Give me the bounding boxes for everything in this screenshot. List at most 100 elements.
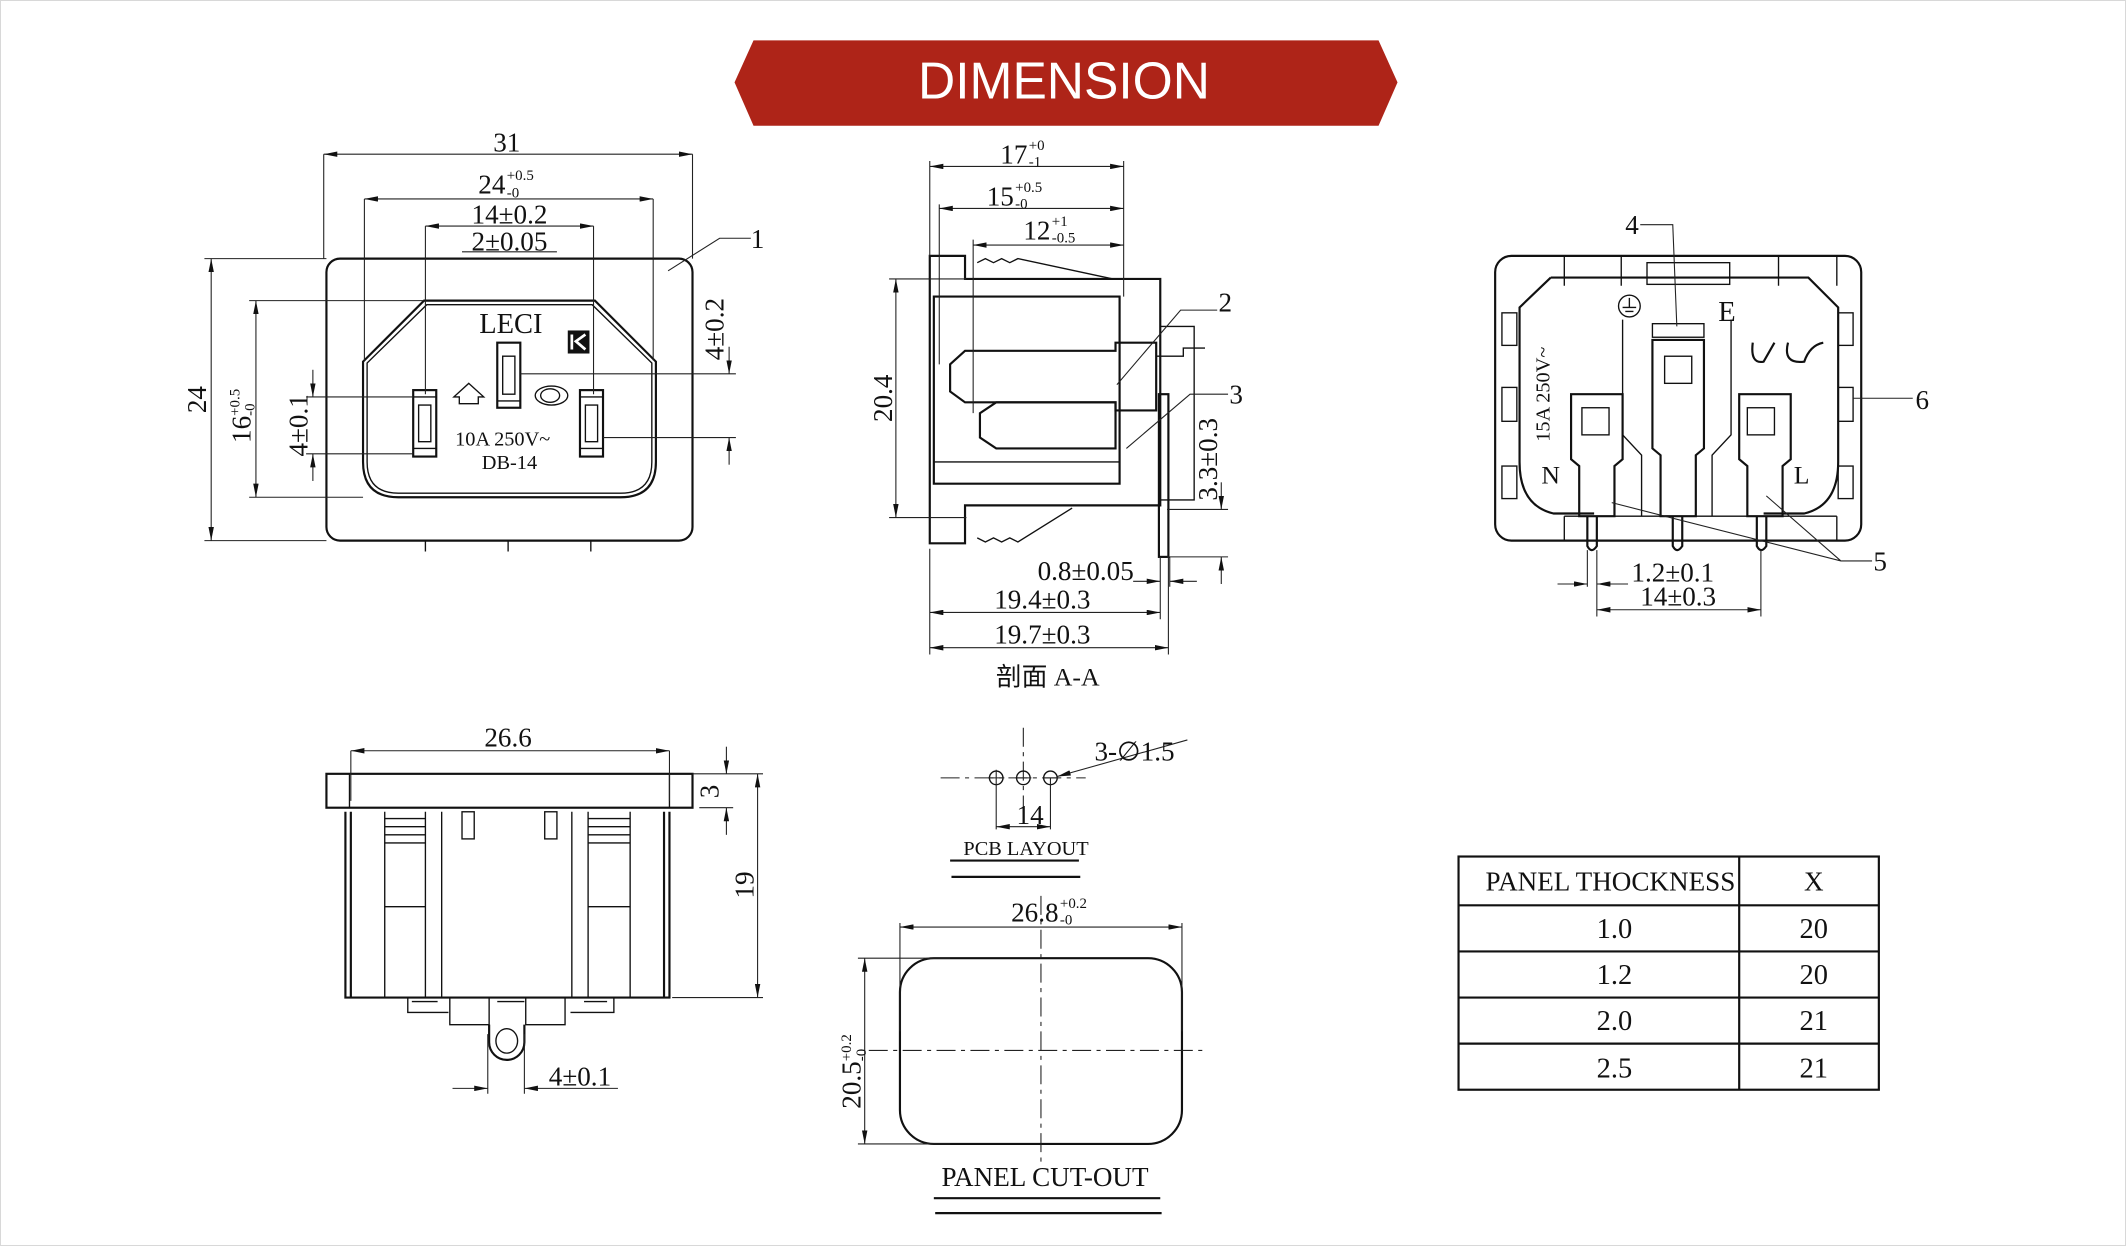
label-live: L [1794, 461, 1810, 490]
latch-ribs [384, 817, 631, 908]
panel-cutout: 26.8 +0.2 -0 20.5 +0.2 -0 PANEL CUT-OUT [837, 895, 1208, 1215]
dim-tol-lower: -0 [507, 186, 519, 202]
section-caption: 剖面 A-A [996, 663, 1100, 692]
dim-tol-upper: +1 [1052, 214, 1068, 230]
dim-tol-lower: -0 [243, 403, 259, 415]
pin-left [412, 389, 438, 458]
table-cell-thickness: 1.2 [1597, 960, 1633, 991]
pin-cavity [978, 401, 1117, 450]
dim-flange-thickness: 3 [694, 785, 724, 799]
dim-side-width: 26.6 [484, 723, 531, 753]
dim-depth-17: 17 [1000, 140, 1027, 170]
dimension-banner: DIMENSION [734, 40, 1398, 126]
ur-mark-icon [1751, 341, 1824, 364]
pcb-caption: PCB LAYOUT [963, 838, 1089, 860]
table-cell-x: 21 [1800, 1054, 1828, 1085]
socket-body [325, 257, 694, 542]
brand-marking: LECI [479, 309, 542, 340]
dim-pin-pitch: 14±0.3 [1640, 582, 1716, 612]
terminal-n [1569, 393, 1624, 518]
table-cell-x: 21 [1800, 1006, 1828, 1037]
rating-marking: 10A 250V~ [455, 429, 550, 451]
spring-latch-bottom [976, 507, 1073, 543]
dim-overall-width: 31 [493, 127, 520, 157]
dim-pin-thickness: 0.8±0.05 [1038, 556, 1134, 586]
dim-cutout-width: 26.8 [1011, 898, 1058, 928]
dim-pin-height: 4±0.1 [283, 394, 313, 456]
callout-4: 4 [1625, 210, 1639, 240]
dim-length-19-7: 19.7±0.3 [994, 620, 1090, 650]
dim-inner-height: 16 [227, 416, 257, 443]
terminal-e [1651, 323, 1706, 518]
table-row: 2.5 21 [1597, 1054, 1828, 1085]
dim-tol-lower: -0.5 [1052, 230, 1076, 246]
section-view: 17 +0 -1 15 +0.5 -0 12 +1 -0.5 20.4 2 3 … [868, 138, 1243, 692]
table-cell-thickness: 1.0 [1597, 914, 1633, 945]
table-row: 2.0 21 [1597, 1006, 1828, 1037]
front-view: LECI 10A 250V~ DB-14 31 24 +0.5 -0 14±0.… [182, 127, 765, 552]
panel-thickness-table: PANEL THOCKNESS X 1.0 20 1.2 20 2.0 21 2… [1457, 855, 1880, 1091]
pin-right [578, 389, 605, 458]
dim-tol-upper: +0.2 [1060, 896, 1087, 912]
dim-tol-upper: +0.5 [1015, 180, 1042, 196]
dim-tol-lower: -0 [1060, 912, 1072, 928]
label-earth: E [1718, 297, 1735, 328]
dim-pin-width: 1.2±0.1 [1631, 557, 1714, 587]
dim-side-height: 19 [730, 871, 760, 898]
callout-leader [667, 237, 751, 272]
pcb-layout: 3-∅1.5 14 PCB LAYOUT [940, 727, 1188, 878]
pcb-bracket [1160, 325, 1195, 501]
side-body [344, 811, 671, 999]
table-header-x: X [1804, 866, 1824, 896]
dim-tol-upper: +0.5 [507, 168, 534, 184]
solder-pins [1586, 516, 1768, 552]
dim-tol-upper: +0.5 [228, 389, 244, 416]
dim-depth-12: 12 [1023, 216, 1050, 246]
callout-6: 6 [1915, 385, 1929, 415]
table-cell-x: 20 [1800, 914, 1828, 945]
pin-earth [496, 341, 522, 409]
table-cell-thickness: 2.0 [1597, 1006, 1633, 1037]
callout-5: 5 [1873, 546, 1887, 576]
model-marking: DB-14 [482, 452, 537, 474]
vde-mark-icon [452, 382, 486, 405]
terminal-l [1738, 393, 1792, 518]
dim-height-20-4: 20.4 [868, 374, 898, 422]
rear-rating: 15A 250V~ [1532, 347, 1554, 442]
dim-center-offset: 2±0.05 [472, 226, 548, 256]
dim-inner-width: 24 [478, 170, 506, 200]
ccc-mark-icon [534, 385, 569, 406]
housing-section [928, 254, 1162, 545]
table-row: 1.0 20 [1597, 914, 1828, 945]
dim-depth-15: 15 [987, 182, 1014, 212]
earth-pin-section [949, 341, 1158, 412]
rear-cavity [1518, 276, 1840, 515]
pcb-pin [1157, 393, 1170, 558]
kc-mark-icon [567, 330, 590, 354]
socket-cavity [361, 299, 657, 499]
banner-shape [734, 40, 1398, 126]
callout-1: 1 [751, 224, 765, 254]
cutout-caption: PANEL CUT-OUT [941, 1162, 1149, 1192]
pcb-hole-spec: 3-∅1.5 [1094, 736, 1174, 766]
dim-length-19-4: 19.4±0.3 [994, 584, 1090, 614]
dim-earth-offset: 4±0.2 [700, 298, 730, 360]
earth-symbol-icon [1617, 294, 1641, 318]
dim-lug-width: 4±0.1 [549, 1062, 611, 1092]
callout-3: 3 [1229, 380, 1243, 410]
banner-title: DIMENSION [918, 52, 1210, 110]
dim-tol-lower: -0 [1015, 196, 1027, 212]
table-row: 1.2 20 [1597, 960, 1828, 991]
dim-pin-length: 3.3±0.3 [1193, 418, 1223, 501]
table-header-thickness: PANEL THOCKNESS [1485, 866, 1735, 896]
dim-tol-upper: +0 [1029, 138, 1045, 154]
dim-tol-upper: +0.2 [839, 1034, 855, 1061]
spring-latch-top [976, 257, 1113, 280]
dim-pin-spacing: 14±0.2 [472, 199, 548, 229]
side-view: 26.6 3 19 4±0.1 [325, 723, 764, 1094]
pcb-pitch: 14 [1017, 800, 1045, 830]
dim-overall-height: 24 [182, 386, 212, 414]
callout-2: 2 [1219, 287, 1233, 317]
